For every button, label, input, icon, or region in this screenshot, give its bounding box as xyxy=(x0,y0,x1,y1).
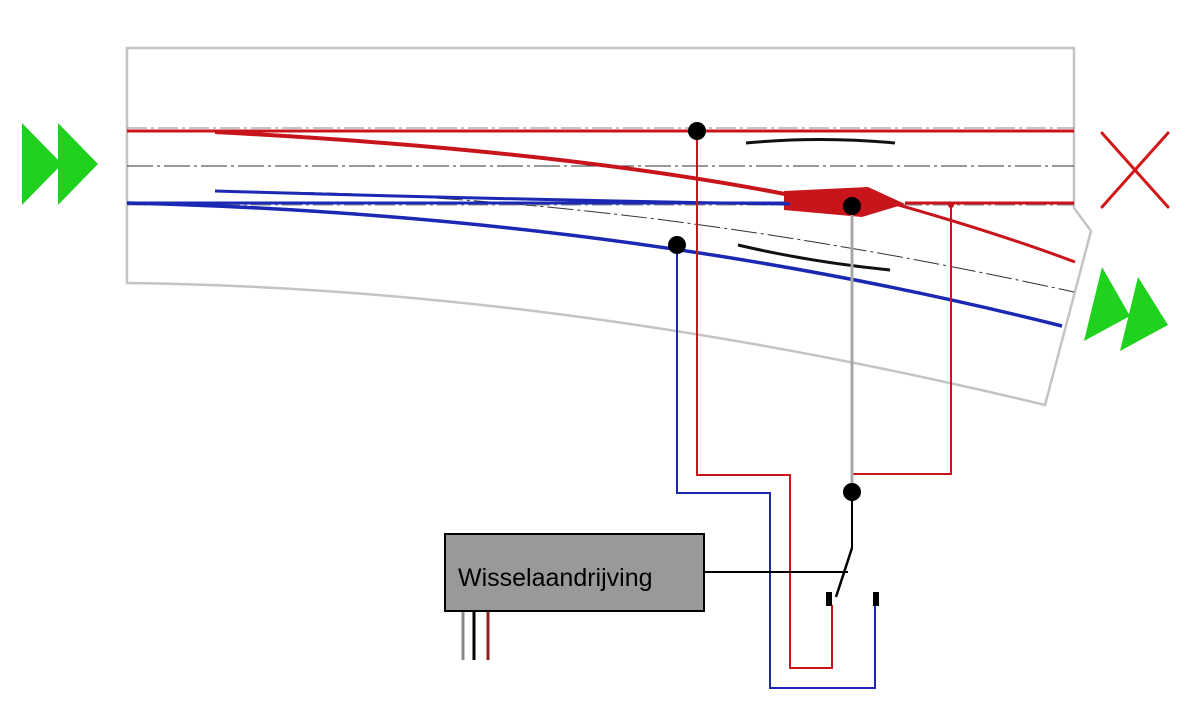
blue-rails xyxy=(126,189,1063,328)
blue-diverging-rail xyxy=(126,201,1063,328)
diverging-exit-double-arrow-icon xyxy=(1084,267,1168,351)
junction-dot-red xyxy=(688,122,706,140)
check-rail-lower xyxy=(737,243,891,272)
drive-label: Wisselaandrijving xyxy=(458,564,653,592)
red-closure-rail xyxy=(214,130,791,197)
track-outline xyxy=(125,46,1093,407)
entry-double-arrow-icon xyxy=(22,123,98,205)
switch-contact-right xyxy=(873,592,879,606)
blue-closure-rail xyxy=(214,189,791,206)
junction-dot-common xyxy=(843,483,861,501)
straight-exit-cross-icon xyxy=(1100,131,1170,209)
check-rail-upper xyxy=(745,138,896,145)
switch-contact-left xyxy=(826,592,832,606)
drive-box xyxy=(444,533,705,612)
blue-wire xyxy=(676,244,876,689)
red-wire-inner xyxy=(852,205,952,475)
junction-dot-blue xyxy=(668,236,686,254)
wiring xyxy=(461,131,952,689)
junction-dot-red-small xyxy=(948,202,954,208)
junction-dot-frog xyxy=(843,197,861,215)
